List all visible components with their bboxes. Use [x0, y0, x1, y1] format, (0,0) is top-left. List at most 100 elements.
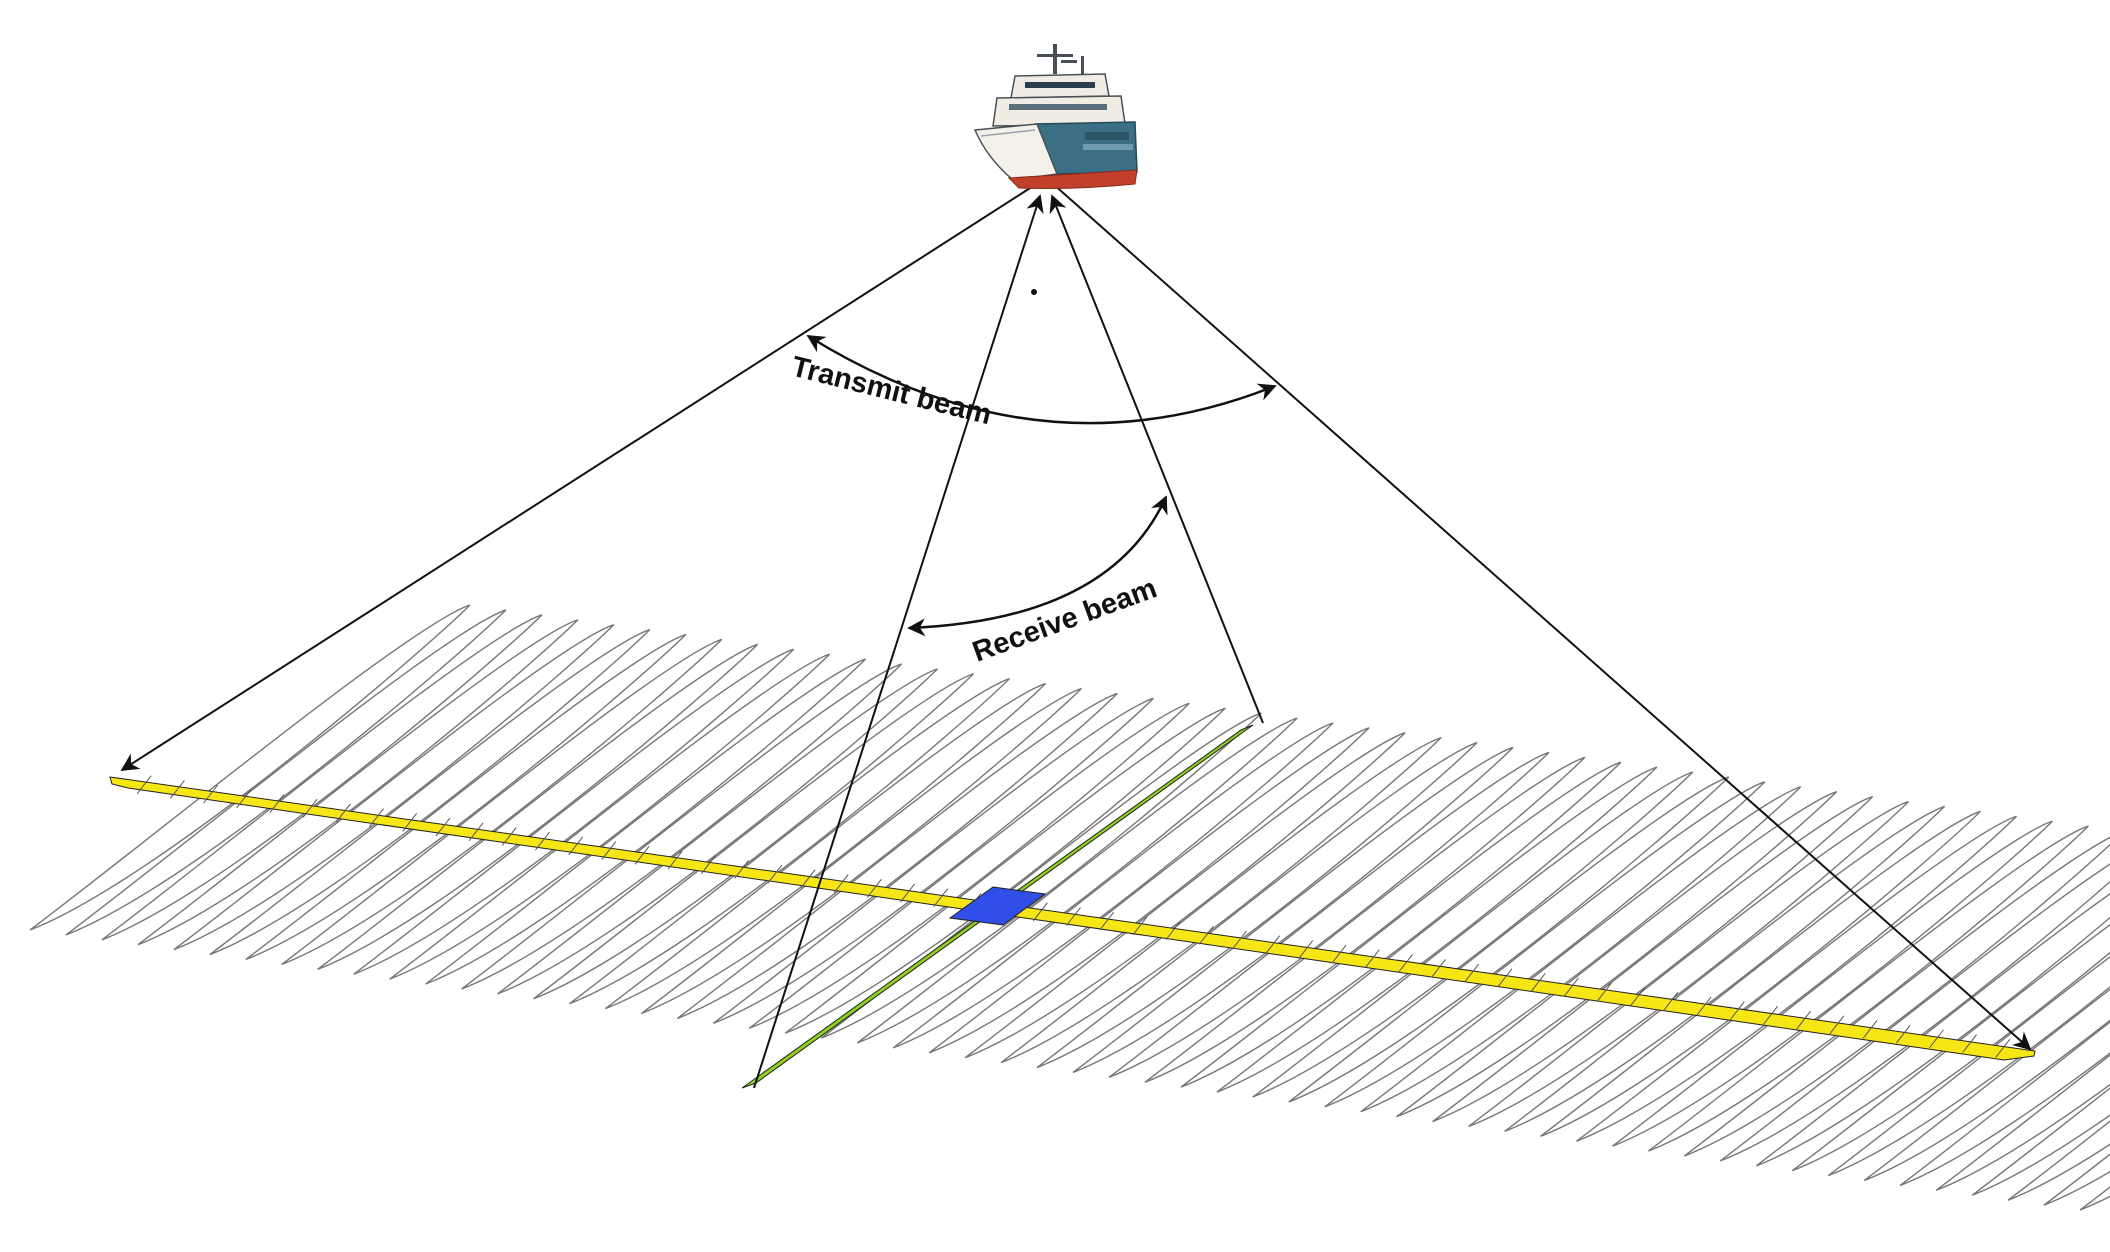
transmit-footprint-divider — [1630, 987, 1646, 1006]
seafloor-footprint-loop — [65, 609, 507, 936]
seafloor-footprint-loop — [461, 663, 903, 990]
seafloor-footprint-loop — [137, 619, 579, 946]
transmit-footprint-divider — [1165, 921, 1181, 940]
seafloor-beam-footprints — [29, 604, 2110, 1211]
seafloor-footprint-loop — [533, 673, 975, 1000]
transmit-footprint-divider — [734, 860, 749, 879]
seafloor-footprint-loop — [1036, 741, 1478, 1069]
transmit-footprint-divider — [1696, 996, 1712, 1016]
transmit-footprint-divider — [1099, 911, 1115, 931]
seafloor-footprint-loop — [569, 678, 1010, 1005]
transmit-footprint-divider — [800, 869, 816, 889]
transmit-footprint-divider — [1032, 902, 1048, 922]
seafloor-footprint-loop — [712, 697, 1154, 1024]
seafloor-footprint-loop — [245, 633, 687, 961]
seafloor-footprint-loop — [1683, 836, 2110, 1157]
transmit-footprint-divider — [335, 803, 351, 823]
seafloor-footprint-loop — [353, 648, 795, 975]
transmit-footprint-divider — [1563, 977, 1579, 997]
seafloor-footprint-loop — [173, 623, 615, 951]
seafloor-footprint-loop — [1540, 810, 1982, 1137]
seafloor-footprint-loop — [928, 727, 1370, 1054]
transmit-footprint-divider — [535, 831, 550, 851]
transmit-footprint-divider — [601, 841, 617, 860]
transmit-footprint-divider — [667, 850, 683, 870]
seafloor-footprint-loop — [497, 668, 939, 995]
transmit-footprint-divider — [933, 888, 949, 907]
seafloor-footprint-loop — [425, 658, 867, 985]
seafloor-footprint-loop — [1791, 924, 2110, 1172]
transmit-footprint-divider — [136, 775, 152, 795]
transmit-footprint-divider — [203, 784, 218, 804]
transmit-footprint-divider — [468, 822, 484, 842]
transmit-footprint-divider — [169, 780, 185, 799]
seafloor-footprint-loop — [1576, 815, 2017, 1142]
transmit-footprint-divider — [1763, 1006, 1778, 1025]
transmit-footprint-divider — [369, 808, 384, 827]
seafloor-footprint-loop — [1612, 820, 2053, 1147]
seafloor-footprint-loop — [1072, 746, 1514, 1074]
transmit-footprint-divider — [1597, 982, 1612, 1002]
transmit-footprint-divider — [1331, 944, 1347, 964]
transmit-footprint-divider — [236, 789, 252, 809]
transmit-footprint-divider — [866, 878, 882, 898]
transmit-footprint-divider — [1962, 1034, 1978, 1053]
seafloor-footprint-loop — [389, 653, 831, 980]
transmit-left-edge — [120, 182, 1039, 771]
transmit-footprint-divider — [1198, 926, 1214, 945]
seafloor-footprint-loop — [1000, 736, 1442, 1064]
seafloor-footprint-loop — [1899, 1021, 2110, 1187]
transmit-footprint-divider — [501, 827, 517, 846]
transmit-footprint-divider — [269, 794, 285, 813]
transmit-footprint-divider — [302, 798, 318, 818]
seafloor-footprint-loop — [1216, 766, 1658, 1093]
seafloor-footprint-loop — [1755, 892, 2110, 1167]
transmit-beam-label: Transmit beam — [788, 351, 994, 432]
transmit-footprint-divider — [1862, 1020, 1878, 1039]
transmit-footprint-divider — [1796, 1010, 1812, 1030]
transmit-footprint-divider — [435, 817, 451, 837]
transmit-footprint-divider — [767, 864, 783, 884]
seafloor-footprint-loop — [1324, 781, 1766, 1108]
receive-right-edge — [1049, 194, 1264, 724]
seafloor-footprint-loop — [209, 628, 651, 956]
seafloor-footprint-loop — [605, 682, 1046, 1010]
seafloor-footprint-loop — [1288, 776, 1730, 1103]
seafloor-footprint-loop — [281, 638, 723, 966]
receive-beam-arc — [907, 495, 1168, 637]
seafloor-footprint-loop — [1108, 751, 1550, 1079]
transmit-right-edge — [1051, 182, 2032, 1051]
receive-beam-label: Receive beam — [968, 572, 1161, 668]
seafloor-footprint-loop — [1935, 1054, 2110, 1192]
seafloor-footprint-loop — [1827, 955, 2110, 1177]
transmit-footprint-divider — [1729, 1001, 1745, 1020]
transmit-footprint-divider — [701, 855, 716, 875]
research-ship-icon — [973, 44, 1138, 189]
transmit-footprint-divider — [1066, 907, 1081, 926]
transmit-footprint-divider — [1398, 954, 1413, 973]
seafloor-footprint-loop — [1360, 786, 1802, 1113]
seafloor-footprint-loop — [748, 702, 1190, 1029]
transmit-footprint-divider — [634, 846, 650, 865]
seafloor-footprint-loop — [856, 717, 1298, 1044]
transmit-footprint-divider — [1895, 1024, 1911, 1044]
transmit-footprint-divider — [1530, 973, 1546, 992]
seafloor-footprint-loop — [1468, 800, 1910, 1128]
transmit-footprint-divider — [1232, 930, 1247, 950]
transmit-footprint-divider — [568, 836, 584, 856]
transmit-footprint-divider — [1298, 940, 1314, 959]
transmit-footprint-divider — [833, 874, 849, 893]
transmit-footprint-divider — [1132, 916, 1148, 936]
seafloor-footprint-loop — [676, 692, 1118, 1020]
transmit-footprint-divider — [900, 883, 915, 903]
transmit-footprint-divider — [1497, 968, 1513, 987]
transmit-footprint-divider — [1829, 1015, 1845, 1035]
seafloor-footprint-loop — [640, 687, 1082, 1015]
seafloor-footprint-loop — [1180, 761, 1622, 1088]
seafloor-footprint-loop — [1719, 863, 2110, 1162]
seafloor-footprint-loop — [1647, 825, 2089, 1152]
transmit-footprint-divider — [1464, 963, 1480, 983]
transmit-footprint-divider — [1364, 949, 1380, 969]
seafloor-footprint-loop — [1863, 988, 2110, 1182]
